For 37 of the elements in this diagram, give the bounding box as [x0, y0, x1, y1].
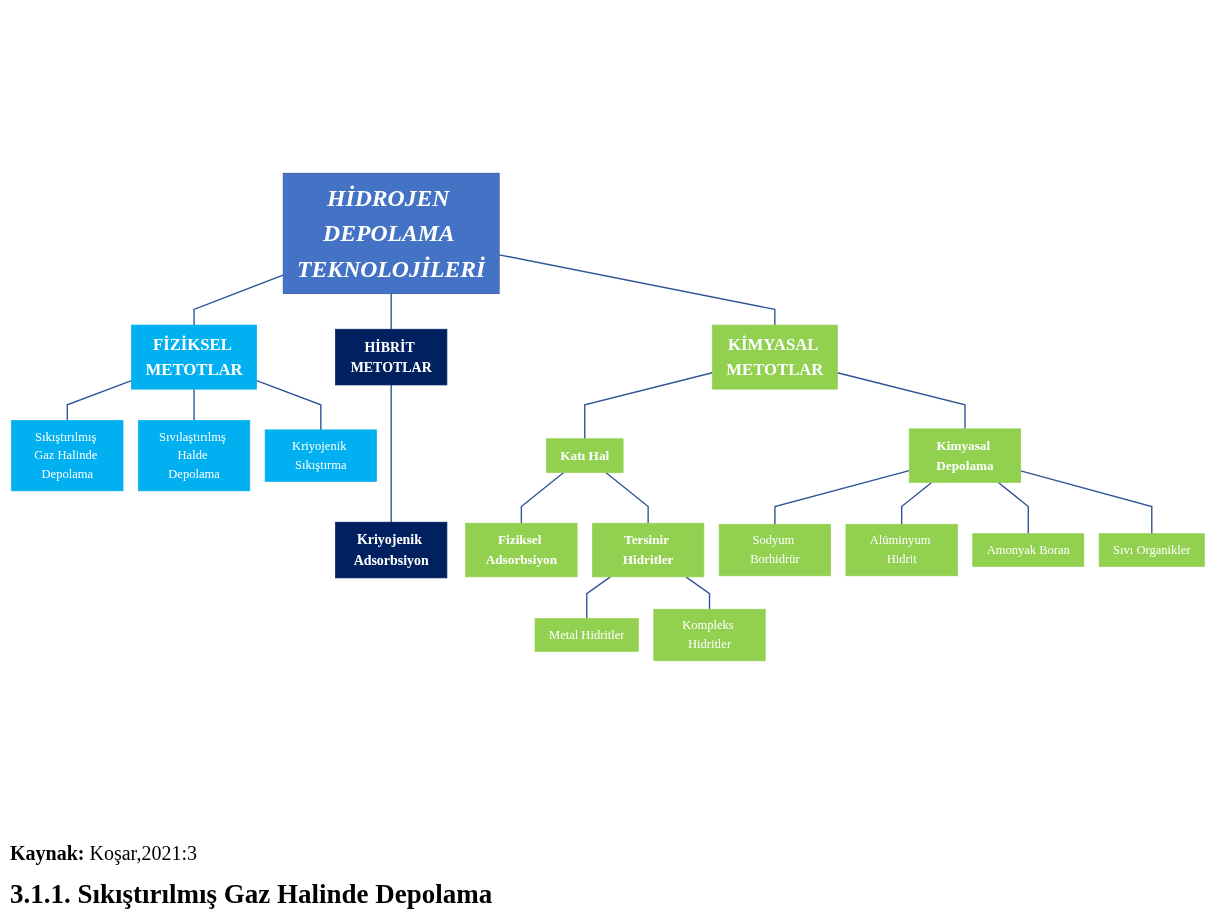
node-box: Kimyasal Depolama: [908, 428, 1022, 483]
node-box: Amonyak Boran: [972, 533, 1085, 567]
connector: [520, 471, 565, 524]
connector: [605, 471, 649, 524]
node-box: Tersinir Hidritler: [592, 522, 705, 578]
node-box: HİDROJEN DEPOLAMA TEKNOLOJİLERİ: [282, 172, 500, 295]
connector: [1020, 470, 1153, 535]
connector: [193, 274, 284, 326]
connector: [390, 293, 392, 330]
node-box: HİBRİT METOTLAR: [335, 328, 448, 386]
node-box: Kompleks Hidritler: [653, 608, 766, 662]
node-box: KİMYASAL METOTLAR: [711, 324, 838, 390]
node-box: Sıvılaştırılmş Halde Depolama: [138, 420, 251, 492]
node-box: Sıvı Organikler: [1098, 533, 1205, 567]
connector: [774, 469, 910, 525]
node-box: Fiziksel Adsorbsiyon: [465, 522, 578, 578]
connector: [193, 388, 195, 422]
node-box: Katı Hal: [546, 438, 624, 473]
connector: [390, 384, 392, 523]
section-heading: 3.1.1. Sıkıştırılmış Gaz Halinde Depolama: [10, 879, 494, 910]
node-box: FİZİKSEL METOTLAR: [131, 324, 257, 390]
connector: [685, 576, 711, 610]
connector: [997, 481, 1029, 535]
connector: [66, 379, 133, 422]
connector: [255, 379, 322, 431]
connector: [584, 372, 713, 440]
source-note: Kaynak: Koşar,2021:3: [10, 842, 198, 865]
node-box: Metal Hidritler: [534, 618, 639, 652]
node-box: Sıkıştırılmış Gaz Halinde Depolama: [11, 420, 124, 492]
connector: [586, 576, 612, 620]
connector: [498, 254, 776, 326]
connector: [901, 481, 933, 525]
node-box: Kriyojenik Adsorbsiyon: [335, 521, 448, 579]
connector: [836, 372, 966, 430]
node-box: Kriyojenik Sıkıştırma: [264, 429, 377, 482]
node-box: Sodyum Borhidrür: [718, 523, 831, 577]
node-box: Alüminyum Hidrit: [845, 523, 958, 577]
